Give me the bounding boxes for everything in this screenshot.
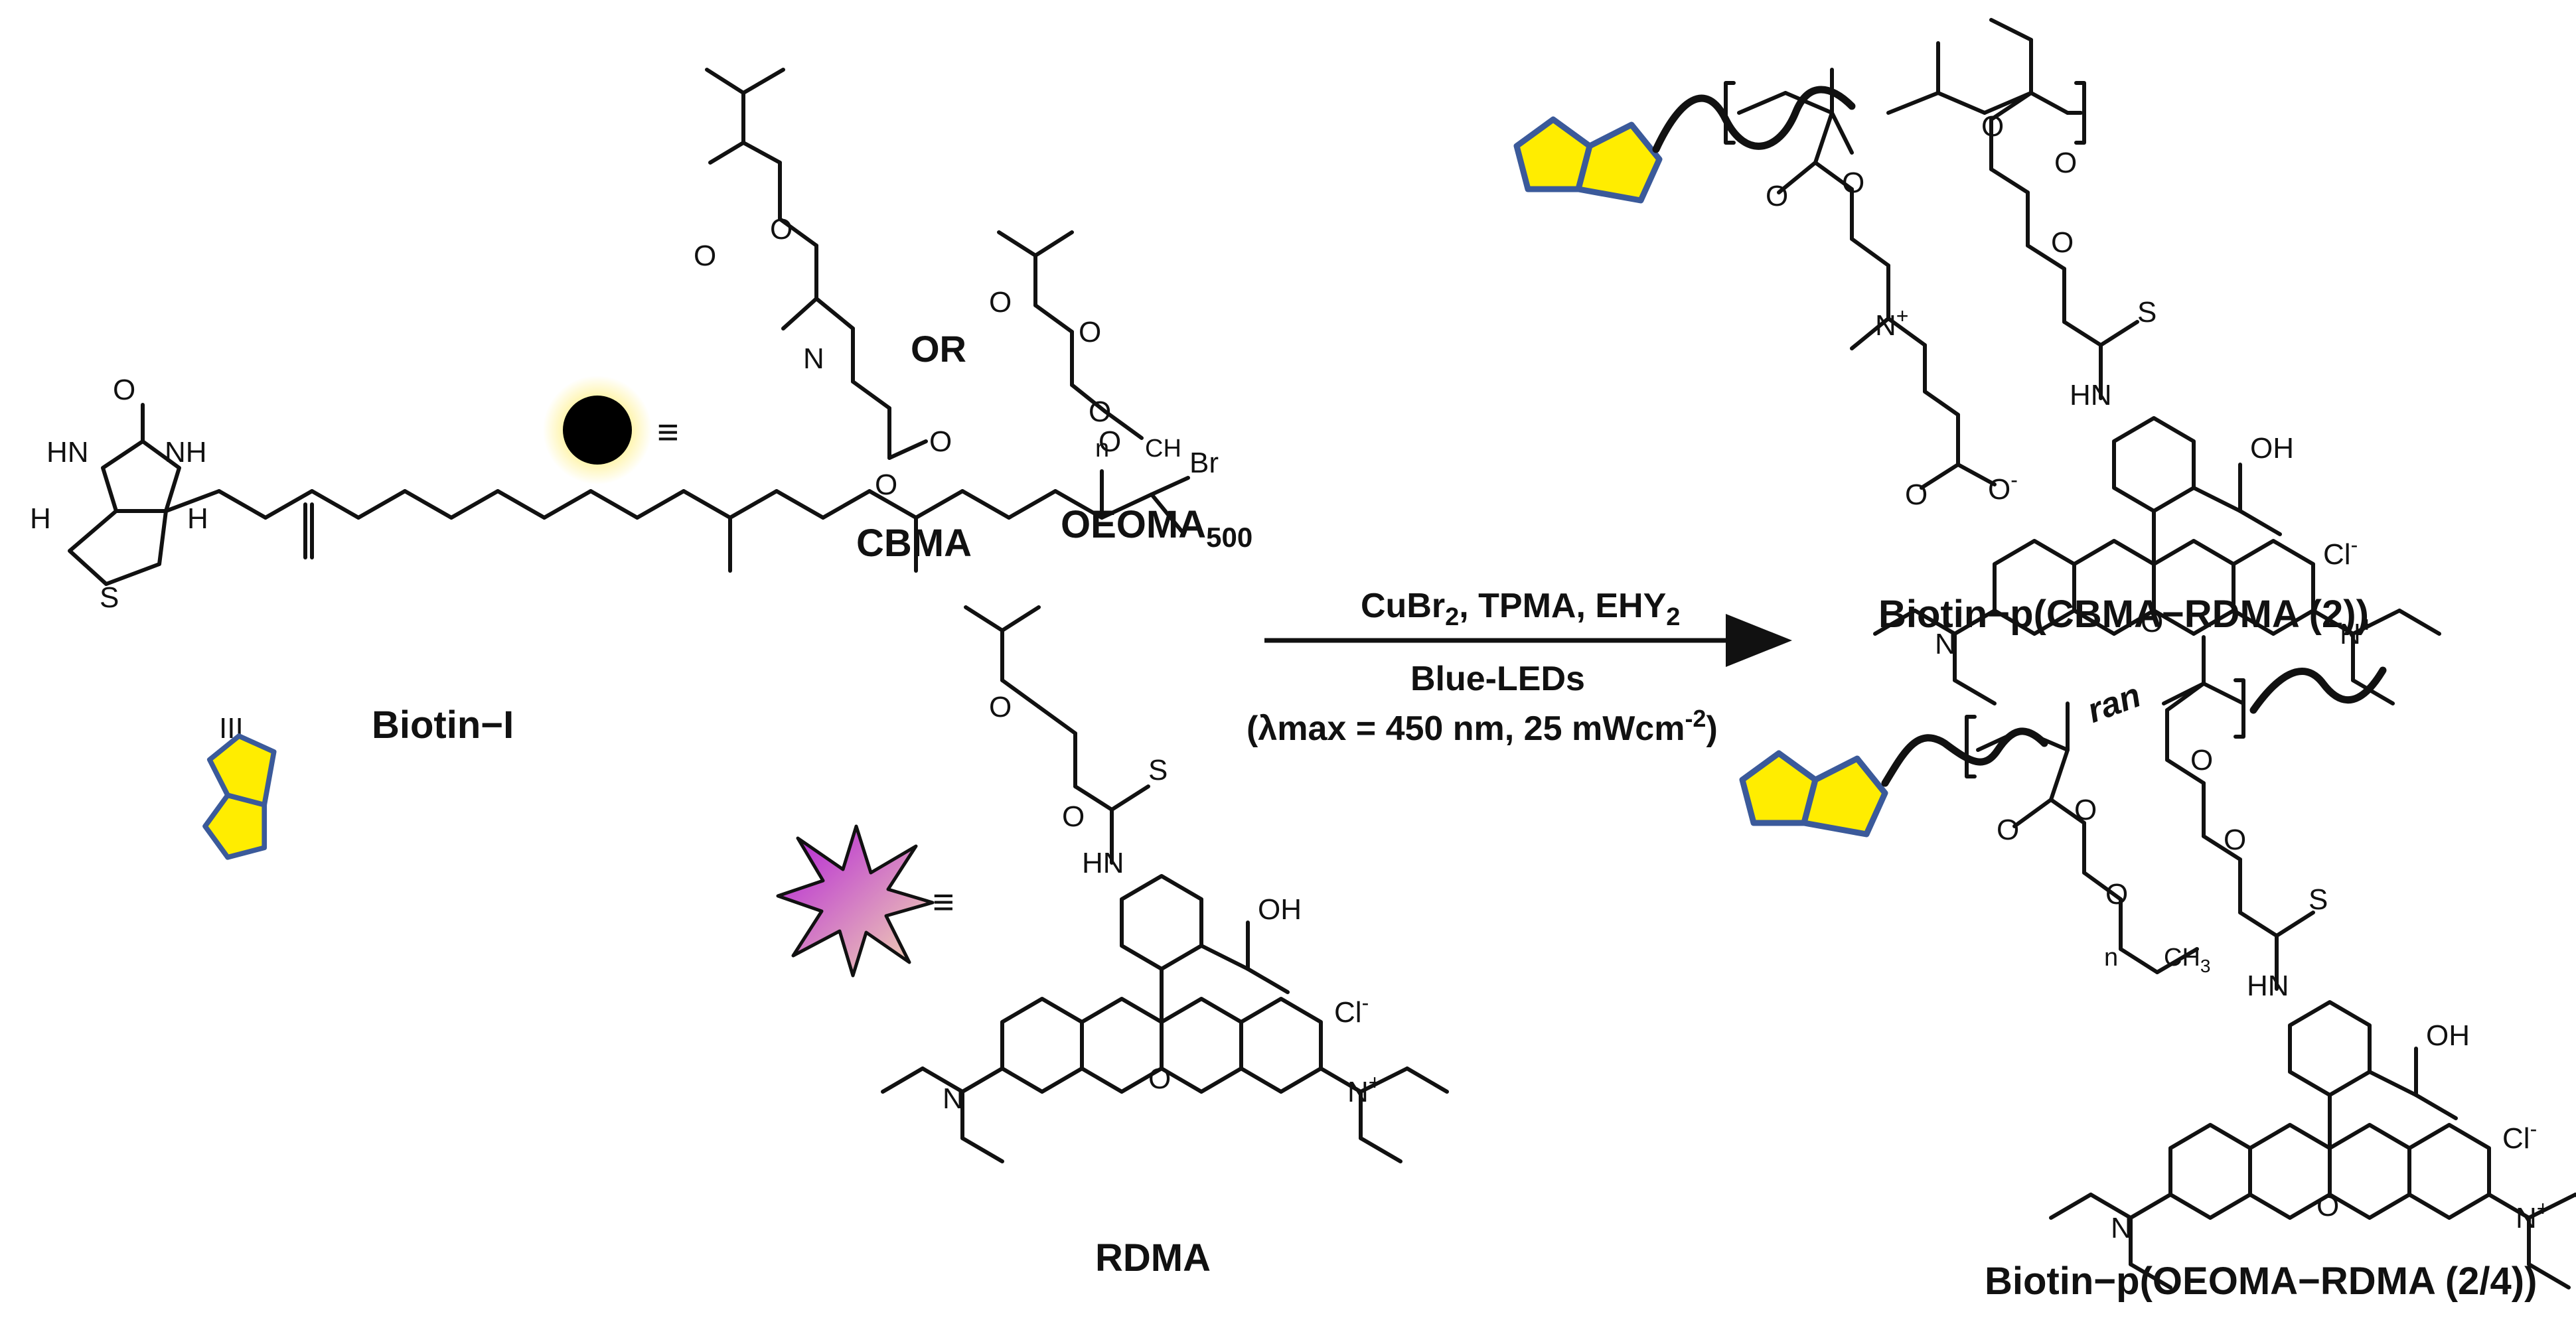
atom-label: Cl- bbox=[2502, 1117, 2537, 1155]
atom-label: O bbox=[2105, 878, 2128, 911]
rdma-structure bbox=[964, 605, 1150, 865]
or-label: OR bbox=[911, 328, 966, 370]
atom-label: O bbox=[1905, 478, 1928, 511]
product-2-structure bbox=[1965, 635, 2315, 991]
biotin-pentagon-icon bbox=[1517, 119, 1659, 200]
cbma-structure bbox=[705, 68, 928, 460]
atom-label: HN bbox=[2247, 970, 2289, 1002]
atom-label: O bbox=[2074, 794, 2097, 826]
atom-label: Cl- bbox=[1334, 991, 1369, 1029]
atom-label: O bbox=[1981, 110, 2004, 143]
oeoma-structure bbox=[997, 230, 1144, 440]
atom-label: O bbox=[694, 240, 716, 272]
atom-label: O bbox=[1099, 425, 1121, 458]
polymer-chain-tether bbox=[2249, 666, 2387, 714]
atom-label: N+ bbox=[1875, 304, 1908, 342]
atom-label: O bbox=[2141, 606, 2163, 638]
atom-label: O bbox=[2224, 824, 2246, 856]
atom-label: N+ bbox=[2516, 1197, 2549, 1234]
conditions-line-2: Blue-LEDs bbox=[1410, 660, 1585, 698]
atom-label: S bbox=[2309, 883, 2328, 916]
atom-label: CH3 bbox=[2164, 944, 2210, 976]
biotin-i-structure bbox=[68, 403, 1190, 586]
atom-label: O bbox=[989, 286, 1012, 319]
product-cbma-label: Biotin−p(CBMA−RDMA (2)) bbox=[1878, 593, 2369, 636]
atom-label: O bbox=[929, 425, 952, 458]
atom-label: N bbox=[2111, 1212, 2132, 1244]
biotin-i-label: Biotin−I bbox=[372, 703, 514, 747]
atom-label: O bbox=[1766, 180, 1788, 212]
atom-label: N bbox=[1935, 628, 1956, 660]
atom-label: HN bbox=[46, 436, 89, 469]
polymer-chain-tether bbox=[1652, 86, 1856, 153]
atom-label: O bbox=[770, 213, 793, 246]
atom-label: O bbox=[113, 374, 135, 406]
atom-label: O bbox=[1997, 814, 2019, 846]
atom-label: S bbox=[1148, 754, 1168, 786]
atom-label: n bbox=[2104, 944, 2118, 972]
reaction-arrow-icon bbox=[1264, 614, 1792, 667]
atom-label: O bbox=[2051, 226, 2074, 259]
biotin-pentagon-icon bbox=[1742, 753, 1885, 834]
atom-label: Cl- bbox=[2323, 533, 2358, 571]
atom-label: n bbox=[1095, 435, 1109, 463]
atom-label: O bbox=[989, 691, 1012, 723]
atom-label: H bbox=[30, 502, 51, 535]
oeoma-label: OEOMA500 bbox=[1061, 503, 1252, 553]
ran-label: ran bbox=[2082, 676, 2146, 731]
atom-label: O bbox=[1062, 800, 1085, 833]
atom-label: OH bbox=[2250, 432, 2294, 465]
atom-label: HN bbox=[2070, 379, 2112, 411]
atom-label: O bbox=[1842, 167, 1864, 199]
atom-label: S bbox=[2137, 296, 2157, 329]
atom-label: O bbox=[875, 469, 897, 501]
cbma-label: CBMA bbox=[856, 522, 972, 565]
conditions-line-3: (λmax = 450 nm, 25 mWcm-2) bbox=[1247, 705, 1718, 748]
atom-label: O bbox=[1089, 396, 1111, 428]
product-1-structure bbox=[1724, 18, 2139, 490]
atom-label: H bbox=[187, 502, 208, 535]
atom-label: O bbox=[2190, 744, 2213, 776]
atom-label: N bbox=[803, 342, 824, 375]
product-oeoma-label: Biotin−p(OEOMA−RDMA (2/4)) bbox=[1985, 1260, 2537, 1303]
conditions-line-1: CuBr2, TPMA, EHY2 bbox=[1361, 587, 1680, 631]
atom-label: Br bbox=[1189, 447, 1219, 479]
atom-label: CH bbox=[1145, 435, 1181, 463]
rhodamine-burst-icon bbox=[776, 824, 935, 978]
atom-label: OH bbox=[1258, 893, 1302, 926]
atom-label: O bbox=[2054, 147, 2077, 179]
atom-label: S bbox=[100, 581, 119, 614]
atom-label: N+ bbox=[2340, 613, 2373, 650]
atom-label: O bbox=[1148, 1063, 1171, 1095]
atom-label: HN bbox=[1082, 847, 1124, 879]
atom-label: O bbox=[1079, 316, 1101, 348]
rdma-label: RDMA bbox=[1095, 1236, 1211, 1280]
atom-label: N+ bbox=[1347, 1070, 1381, 1108]
atom-label: O bbox=[2316, 1190, 2339, 1222]
atom-label: O- bbox=[1988, 468, 2018, 506]
monomer-ball-icon bbox=[563, 396, 632, 465]
atom-label: NH bbox=[165, 436, 207, 469]
equiv-symbol: ≡ bbox=[657, 411, 679, 453]
atom-label: OH bbox=[2426, 1019, 2470, 1052]
equiv-symbol: ≡ bbox=[933, 881, 954, 922]
atom-label: N bbox=[943, 1082, 964, 1115]
biotin-pentagon-icon bbox=[205, 736, 274, 857]
